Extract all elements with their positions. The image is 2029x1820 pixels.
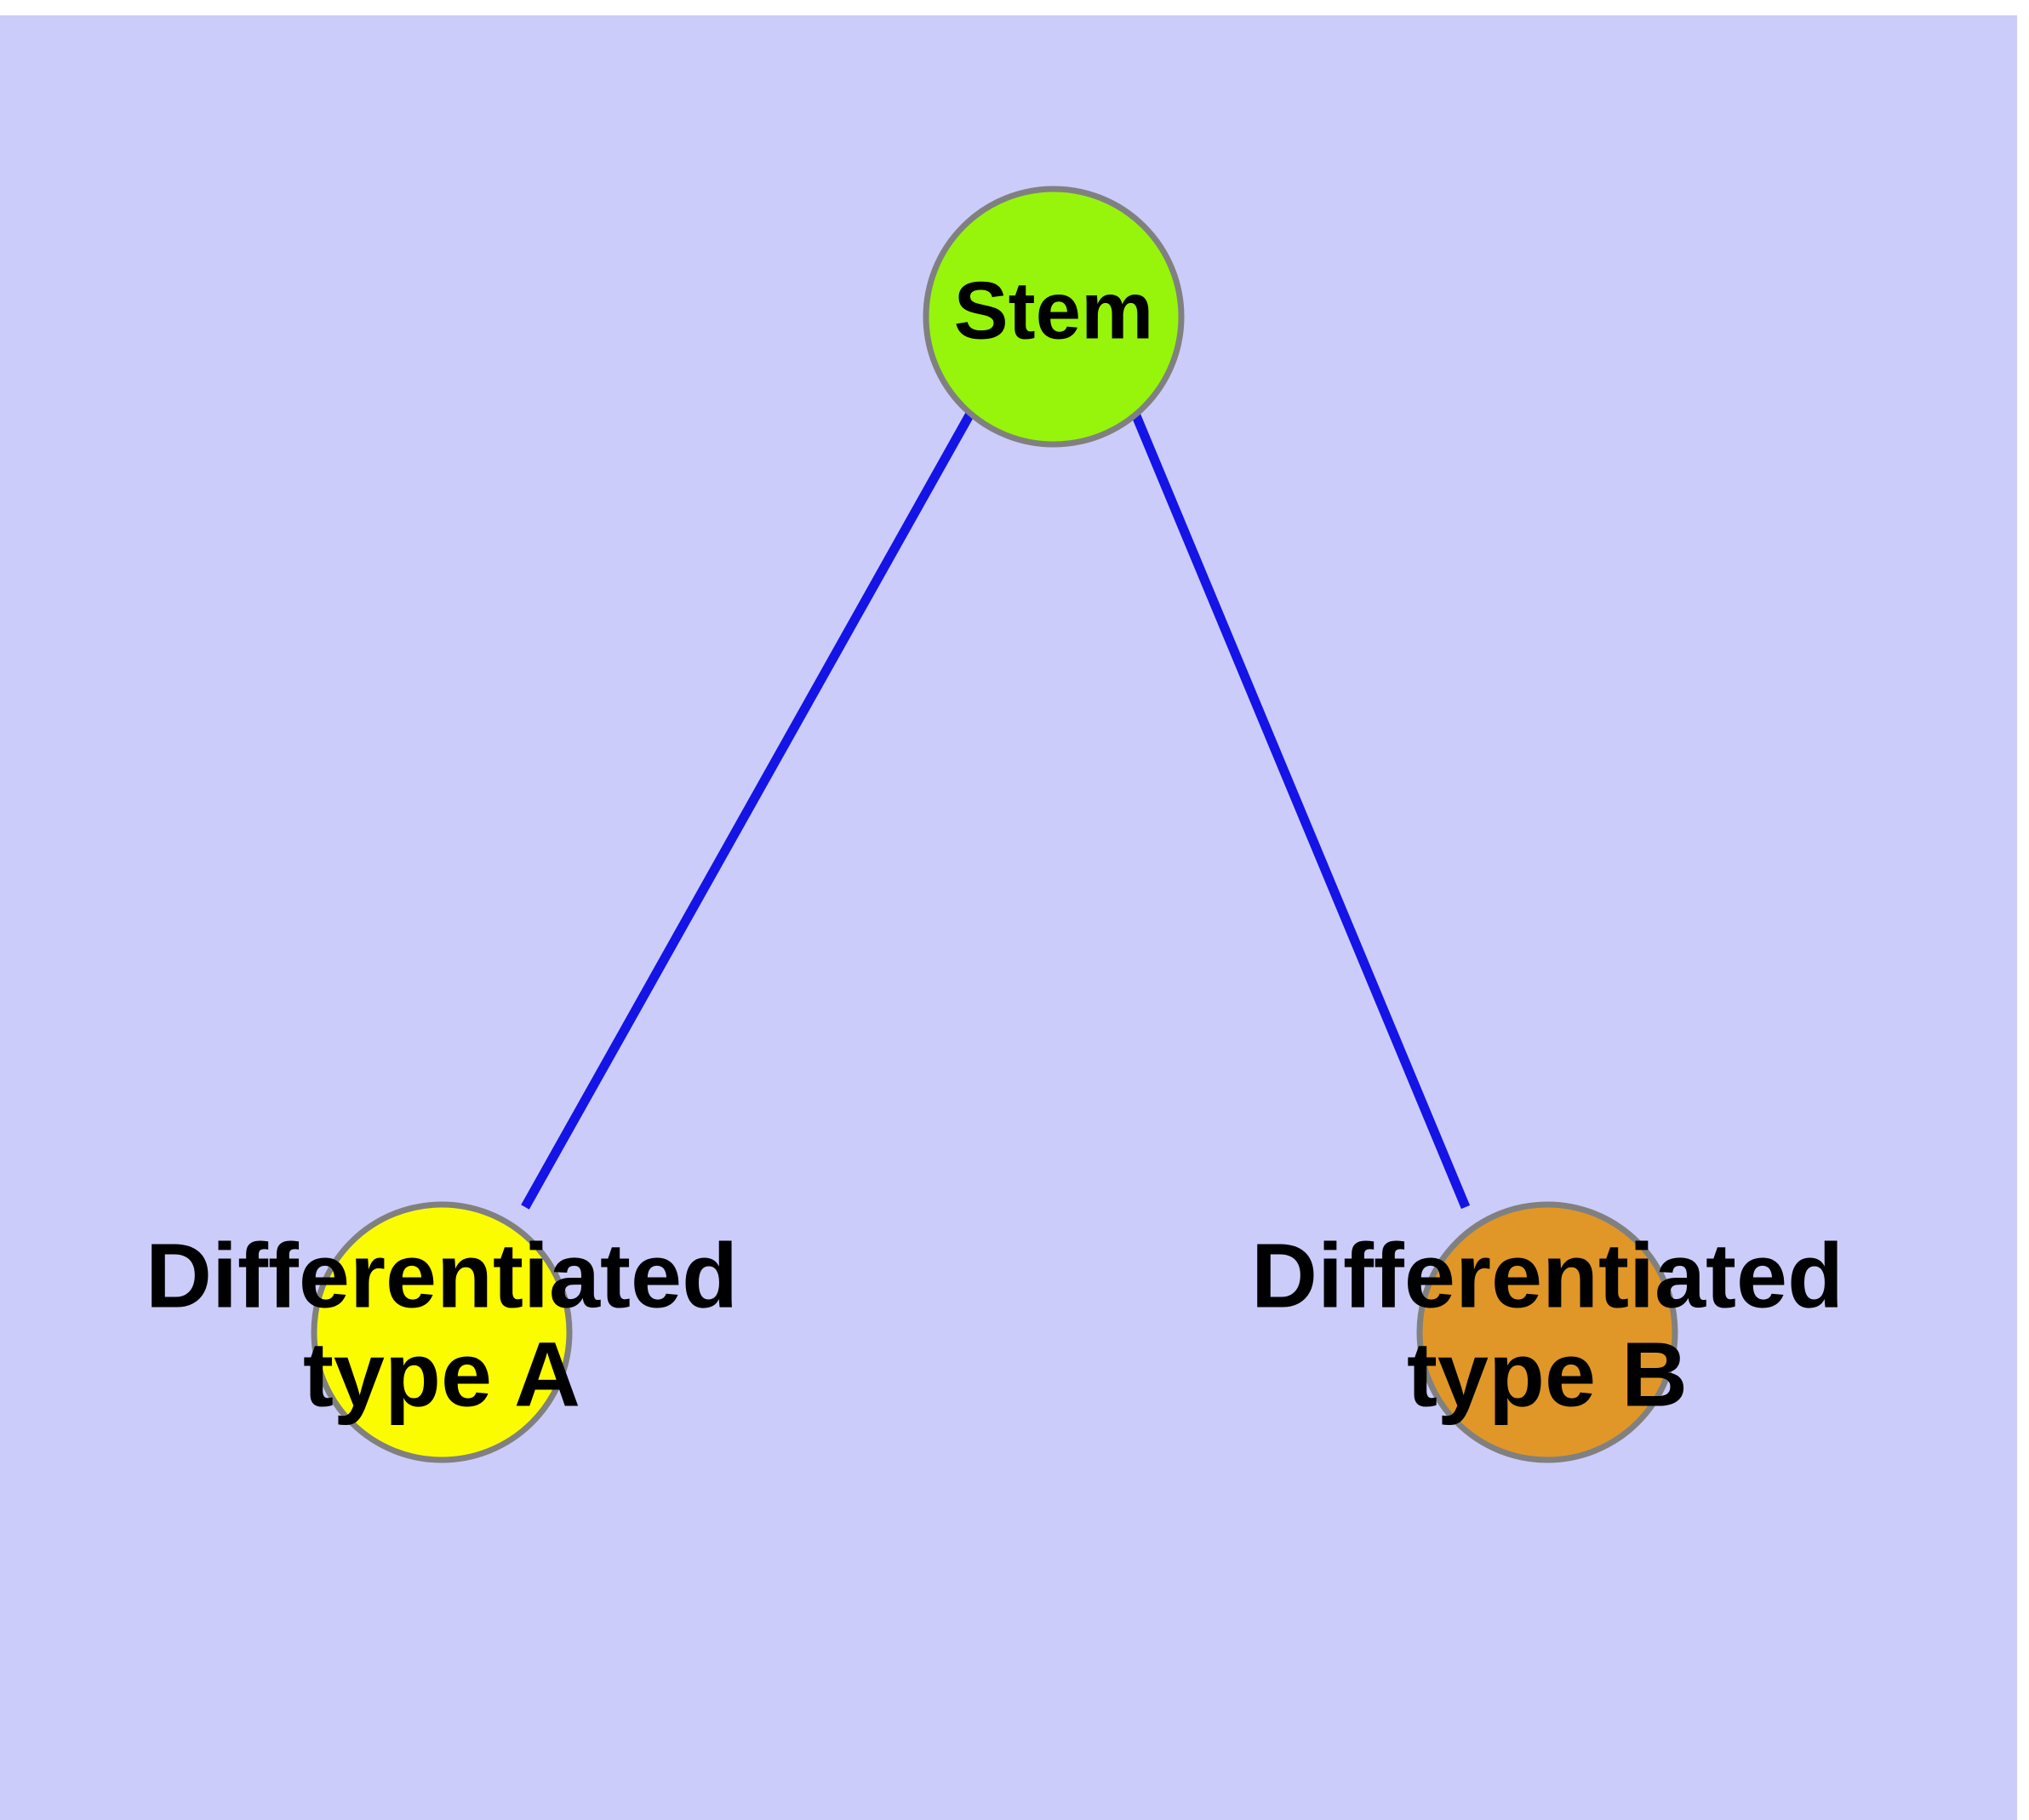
diagram-canvas: Stem Differentiated type A Differentiate… [0,15,2017,1820]
label-layer: Stem Differentiated type A Differentiate… [146,265,1843,1425]
edge-stem-to-diff-b[interactable] [1130,411,1471,1210]
graph-svg: Stem Differentiated type A Differentiate… [146,186,1843,1463]
node-diff-b-circle[interactable] [1416,1201,1678,1463]
edge-layer [521,411,1471,1210]
node-diff-a-label-line2: type A [303,1323,580,1426]
edge-stem-to-diff-a[interactable] [521,411,974,1210]
node-diff-b-label-line2: type B [1407,1323,1688,1426]
node-layer [311,186,1678,1463]
node-stem-circle[interactable] [923,186,1185,448]
node-diff-b-label-line1: Differentiated [1251,1224,1843,1327]
node-stem-label: Stem [954,265,1154,356]
node-diff-a-label-line1: Differentiated [146,1224,738,1327]
node-diff-a-circle[interactable] [311,1201,573,1463]
